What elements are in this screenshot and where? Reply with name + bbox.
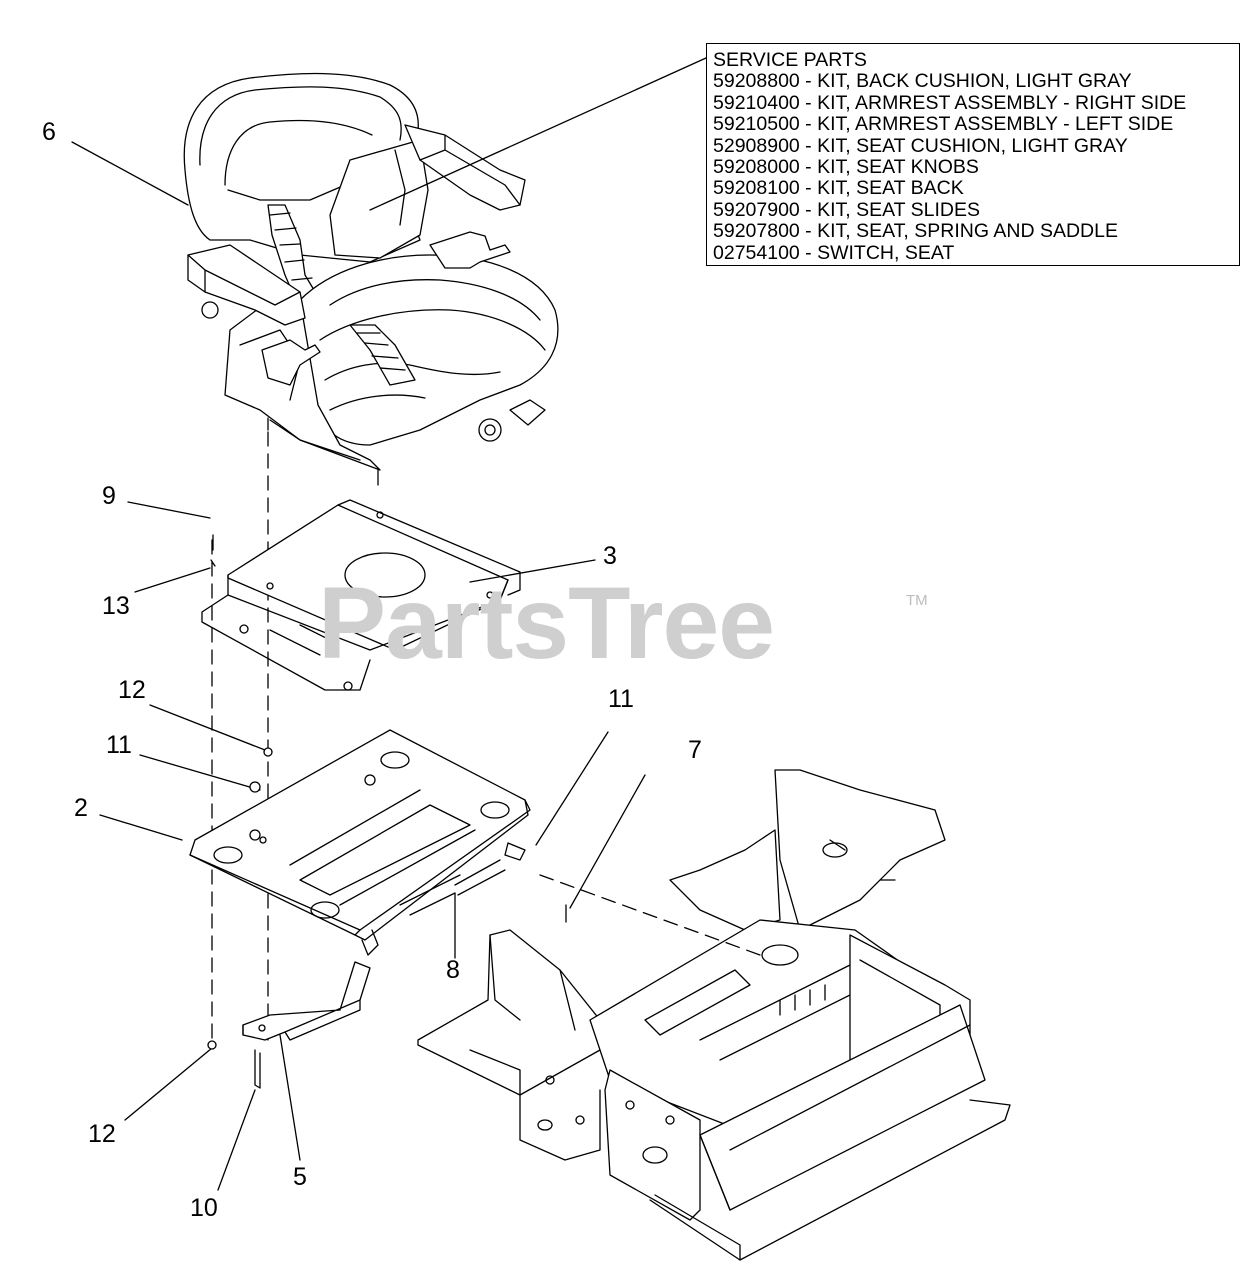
service-part-item: 59208000 - KIT, SEAT KNOBS xyxy=(713,156,979,179)
alignment-line-frame xyxy=(539,874,761,956)
leader-3 xyxy=(469,559,596,583)
service-parts-title: SERVICE PARTS xyxy=(713,49,867,71)
watermark-logo: PartsTree xyxy=(318,566,775,680)
leader-5 xyxy=(279,1034,301,1161)
service-part-item: 02754100 - SWITCH, SEAT xyxy=(713,241,955,264)
seat-assembly xyxy=(183,72,559,486)
callout-3: 3 xyxy=(603,542,617,570)
service-part-item: 59207800 - KIT, SEAT, SPRING AND SADDLE xyxy=(713,220,1118,243)
service-part-item: 59208800 - KIT, BACK CUSHION, LIGHT GRAY xyxy=(713,70,1132,93)
callout-6: 6 xyxy=(42,118,56,146)
service-part-item: 59210500 - KIT, ARMREST ASSEMBLY - LEFT … xyxy=(713,113,1174,136)
callout-11-right: 11 xyxy=(608,685,634,713)
service-part-item: 59208100 - KIT, SEAT BACK xyxy=(713,177,964,200)
bracket-5 xyxy=(242,961,371,1089)
leader-11a xyxy=(139,754,261,791)
service-part-item: 59210400 - KIT, ARMREST ASSEMBLY - RIGHT… xyxy=(713,91,1187,114)
callout-5: 5 xyxy=(293,1163,307,1191)
callout-12-lower: 12 xyxy=(88,1120,116,1148)
leader-12a xyxy=(149,704,271,753)
frame-7 xyxy=(417,769,1011,1261)
callout-2: 2 xyxy=(74,794,88,822)
callout-12-upper: 12 xyxy=(118,676,146,704)
plate-2 xyxy=(189,729,531,956)
leader-7 xyxy=(569,774,646,909)
watermark-trademark: TM xyxy=(906,592,928,609)
callout-9: 9 xyxy=(102,482,116,510)
leader-10 xyxy=(217,1089,256,1191)
service-part-item: 59207900 - KIT, SEAT SLIDES xyxy=(713,198,981,221)
callout-10: 10 xyxy=(190,1194,218,1222)
leader-11b xyxy=(535,731,609,846)
plate-3 xyxy=(201,499,521,691)
leader-2 xyxy=(99,814,183,841)
leader-6 xyxy=(71,141,189,206)
leader-9 xyxy=(127,501,211,519)
service-parts-leader xyxy=(369,57,707,211)
callout-7: 7 xyxy=(688,736,702,764)
leader-13 xyxy=(134,567,211,593)
callout-8: 8 xyxy=(446,956,460,984)
callout-13: 13 xyxy=(102,592,130,620)
callout-11-left: 11 xyxy=(106,731,132,759)
leader-12b xyxy=(124,1047,213,1121)
hardware-9-13 xyxy=(210,534,216,567)
service-parts-box: SERVICE PARTS 59208800 - KIT, BACK CUSHI… xyxy=(706,43,1240,266)
service-part-item: 52908900 - KIT, SEAT CUSHION, LIGHT GRAY xyxy=(713,134,1128,157)
